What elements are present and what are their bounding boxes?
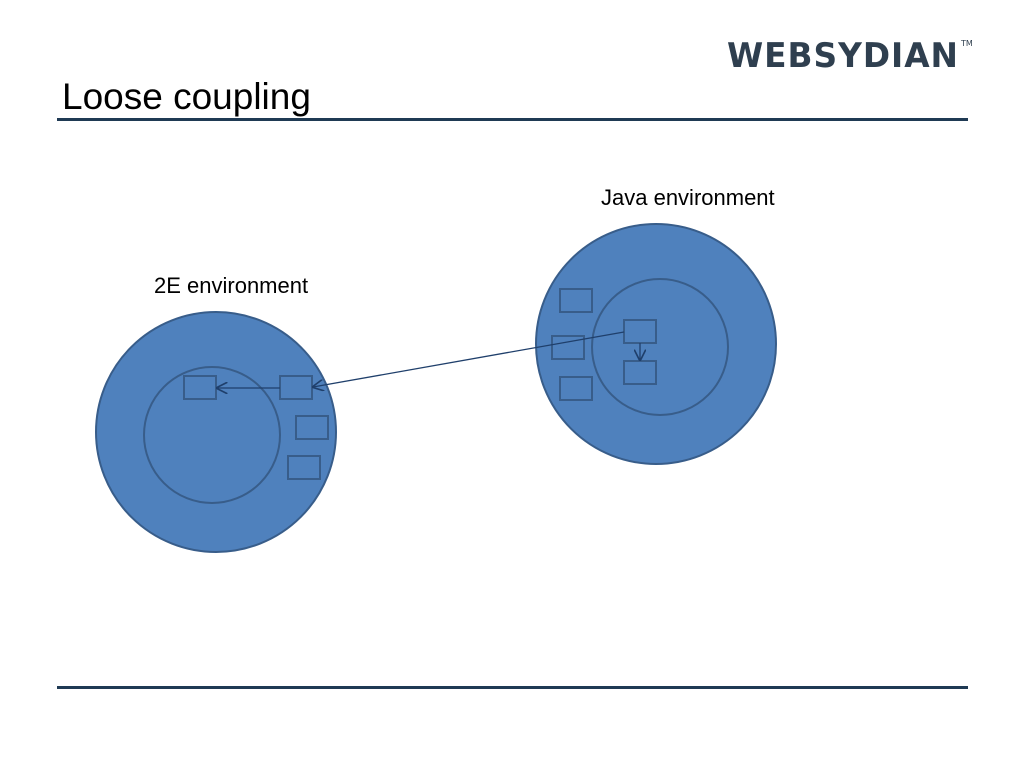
java-component [559,376,593,401]
java-component [559,288,593,313]
2e-environment-label: 2E environment [154,273,309,298]
title-rule [57,118,968,121]
2e-component [287,455,321,480]
2e-component [279,375,313,400]
java-environment [535,223,777,465]
logo-trademark: TM [960,39,973,48]
java-inner-circle [591,278,729,416]
2e-component [183,375,217,400]
logo-text: WEBSYDIAN [727,36,959,72]
slide-title: Loose coupling [62,76,311,117]
java-environment-label: Java environment [601,185,775,210]
2e-inner-circle [143,366,281,504]
java-component [623,319,657,344]
coupling-arrow [313,331,625,387]
2e-environment [95,311,337,553]
java-component [623,360,657,385]
footer-rule [57,686,968,689]
java-component [551,335,585,360]
2e-component [295,415,329,440]
brand-logo: WEBSYDIAN TM [727,36,973,72]
